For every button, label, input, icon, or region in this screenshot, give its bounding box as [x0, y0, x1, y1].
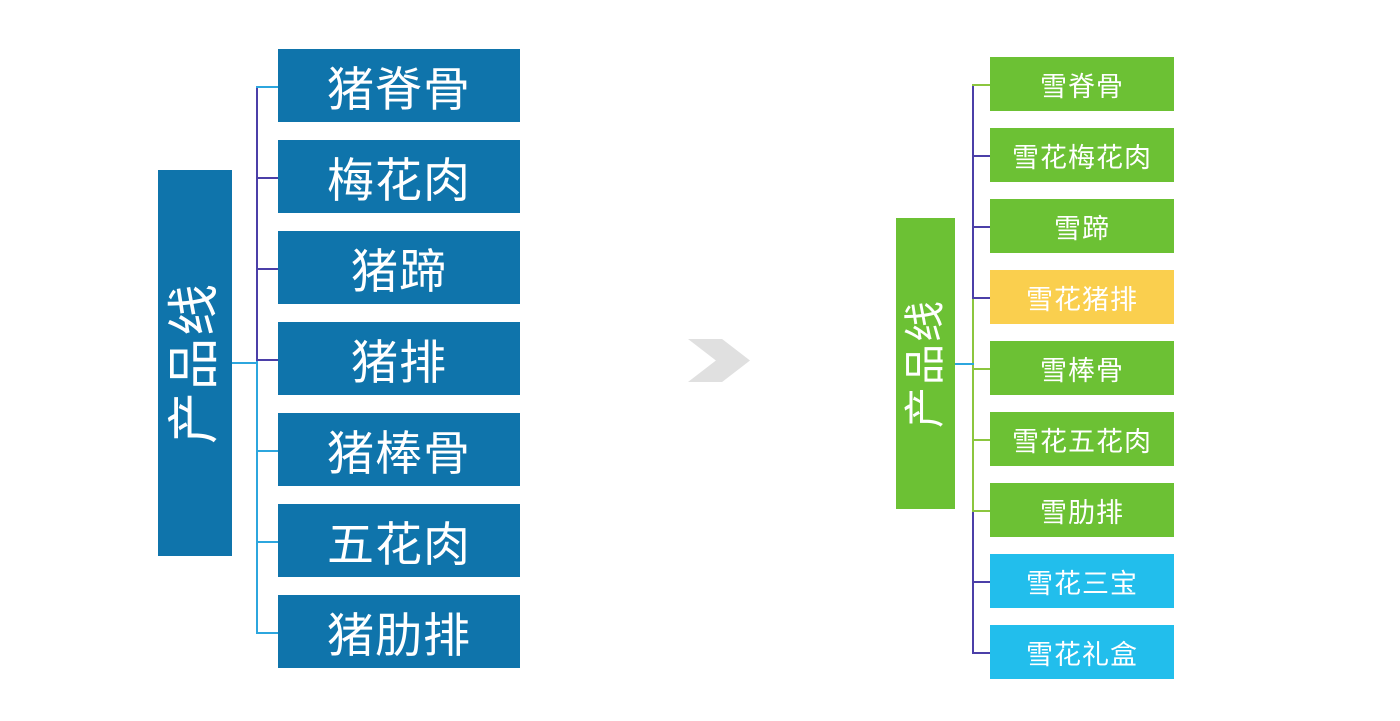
leaf-node[interactable]: 雪花五花肉: [990, 412, 1174, 466]
connector-stub: [972, 652, 990, 654]
left-trunk-label: 产品线: [165, 281, 226, 445]
leaf-node-label: 雪花礼盒: [1026, 639, 1138, 671]
trunk-to-spine-link: [955, 363, 974, 365]
leaf-node[interactable]: 雪蹄: [990, 199, 1174, 253]
right-trunk-node[interactable]: 产品线: [896, 218, 955, 509]
leaf-node[interactable]: 猪棒骨: [278, 413, 520, 486]
leaf-node-label: 雪花猪排: [1026, 284, 1138, 316]
leaf-node-label: 雪蹄: [1054, 213, 1110, 245]
leaf-node[interactable]: 猪蹄: [278, 231, 520, 304]
connector-stub: [972, 226, 990, 228]
left-trunk-node[interactable]: 产品线: [158, 170, 232, 556]
leaf-node-label: 猪排: [351, 336, 447, 391]
connector-spine-segment: [972, 84, 974, 155]
leaf-node-label: 猪脊骨: [327, 63, 471, 118]
connector-spine-segment: [972, 581, 974, 652]
leaf-node[interactable]: 雪花梅花肉: [990, 128, 1174, 182]
trunk-to-spine-link: [232, 362, 258, 364]
leaf-node-label: 雪花梅花肉: [1012, 142, 1152, 174]
connector-stub: [256, 267, 278, 270]
leaf-node[interactable]: 猪脊骨: [278, 49, 520, 122]
leaf-node-label: 五花肉: [327, 518, 471, 573]
leaf-node[interactable]: 雪棒骨: [990, 341, 1174, 395]
leaf-node[interactable]: 雪花三宝: [990, 554, 1174, 608]
leaf-node[interactable]: 雪脊骨: [990, 57, 1174, 111]
right-trunk-label: 产品线: [901, 299, 949, 428]
leaf-node[interactable]: 梅花肉: [278, 140, 520, 213]
connector-stub: [972, 84, 990, 86]
connector-spine-segment: [972, 510, 974, 581]
leaf-node-label: 雪肋排: [1040, 497, 1124, 529]
leaf-node-label: 猪蹄: [351, 245, 447, 300]
connector-spine-segment: [256, 176, 258, 268]
connector-stub: [972, 439, 990, 441]
connector-stub: [972, 297, 990, 299]
leaf-node[interactable]: 雪花礼盒: [990, 625, 1174, 679]
connector-spine-segment: [972, 368, 974, 439]
connector-spine-segment: [256, 449, 258, 541]
leaf-node-label: 雪花三宝: [1026, 568, 1138, 600]
connector-stub: [256, 176, 278, 179]
connector-stub: [972, 368, 990, 370]
connector-stub: [256, 631, 278, 634]
connector-stub: [972, 510, 990, 512]
leaf-node-label: 猪棒骨: [327, 427, 471, 482]
leaf-node-label: 猪肋排: [327, 609, 471, 664]
connector-stub: [972, 581, 990, 583]
connector-spine-segment: [972, 155, 974, 226]
leaf-node[interactable]: 猪肋排: [278, 595, 520, 668]
leaf-node-label: 雪棒骨: [1040, 355, 1124, 387]
connector-stub: [256, 449, 278, 452]
connector-spine-segment: [256, 85, 258, 177]
leaf-node[interactable]: 五花肉: [278, 504, 520, 577]
leaf-node-label: 梅花肉: [327, 154, 471, 209]
connector-spine-segment: [256, 267, 258, 359]
connector-spine-segment: [972, 297, 974, 368]
connector-stub: [972, 155, 990, 157]
chevron-right-icon: [688, 339, 750, 382]
leaf-node[interactable]: 猪排: [278, 322, 520, 395]
connector-stub: [256, 85, 278, 88]
leaf-node[interactable]: 雪花猪排: [990, 270, 1174, 324]
connector-spine-segment: [256, 358, 258, 450]
connector-spine-segment: [972, 226, 974, 297]
connector-stub: [256, 358, 278, 361]
connector-spine-segment: [256, 540, 258, 632]
leaf-node-label: 雪花五花肉: [1012, 426, 1152, 458]
leaf-node-label: 雪脊骨: [1040, 71, 1124, 103]
leaf-node[interactable]: 雪肋排: [990, 483, 1174, 537]
connector-stub: [256, 540, 278, 543]
connector-spine-segment: [972, 439, 974, 510]
